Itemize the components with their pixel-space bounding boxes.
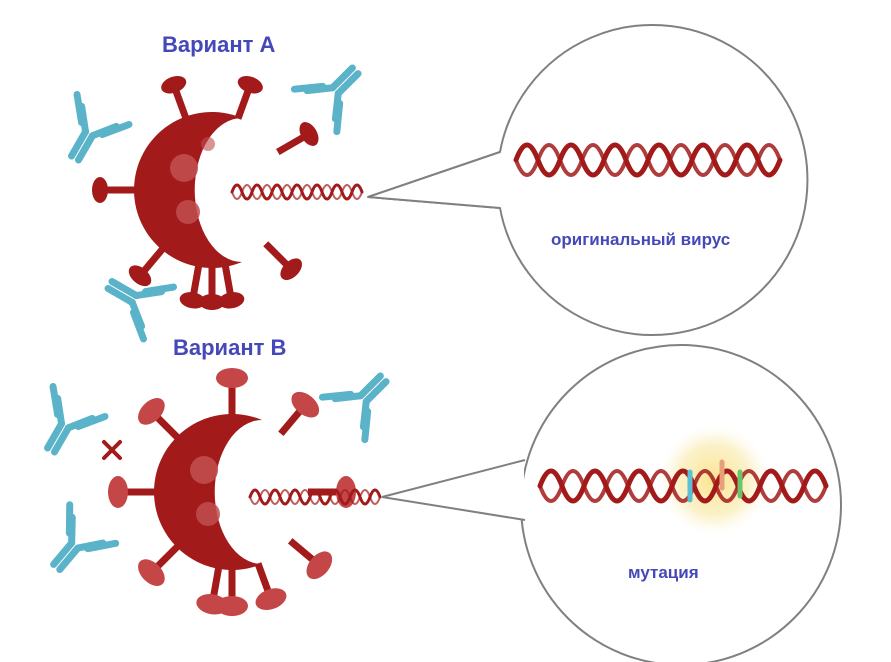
cross-icon <box>102 440 122 460</box>
antibody-a2-icon <box>294 50 376 132</box>
variant-a-title: Вариант А <box>162 32 276 57</box>
rna-mutation-icon <box>537 468 829 504</box>
variant-a-group <box>49 24 809 339</box>
antibody-b2-icon <box>322 358 404 440</box>
variant-a-caption: оригинальный вирус <box>551 230 731 249</box>
antibody-b3-icon <box>34 505 116 586</box>
rna-original-icon <box>513 142 783 178</box>
antibody-b1-icon <box>25 386 105 464</box>
antibody-a1-icon <box>49 94 129 172</box>
variant-b-title: Вариант В <box>173 335 287 360</box>
virus-b-icon <box>108 368 356 617</box>
rna-strand-a-icon <box>230 183 364 201</box>
zoom-bubble-b <box>381 344 842 662</box>
virus-a-icon <box>92 72 323 311</box>
variant-b-group <box>25 344 842 662</box>
variant-b-caption: мутация <box>628 563 699 582</box>
zoom-bubble-a <box>367 24 809 336</box>
rna-strand-b-icon <box>248 488 382 506</box>
mutation-marks <box>687 459 743 503</box>
